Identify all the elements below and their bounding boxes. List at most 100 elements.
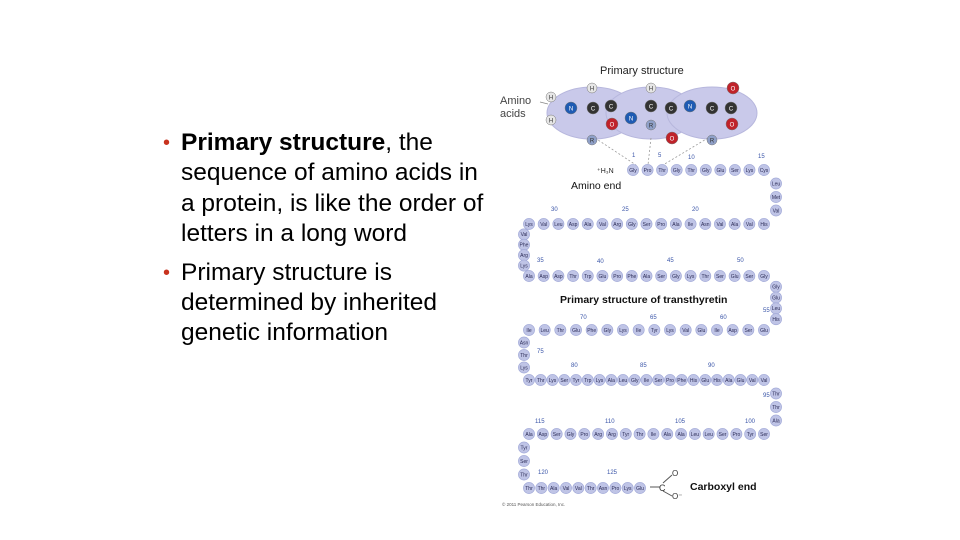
amino-acid-label: Asn xyxy=(599,486,608,492)
bead-circle xyxy=(523,482,535,494)
amino-acid-bead: Val xyxy=(743,218,756,230)
bead-circle xyxy=(770,204,782,217)
amino-acid-bead: Leu xyxy=(770,177,782,190)
amino-acid-label: Asn xyxy=(701,222,710,228)
amino-acid-bead: Pro xyxy=(730,428,743,440)
bead-circle xyxy=(647,428,660,440)
bead-circle xyxy=(699,374,712,386)
bead-circle xyxy=(627,164,639,176)
amino-acid-bead: Val xyxy=(746,374,759,386)
amino-acid-label: Val xyxy=(540,222,547,228)
bead-circle xyxy=(664,324,676,336)
amino-acid-bead: Ile xyxy=(711,324,723,336)
bead-circle xyxy=(684,270,697,282)
residue-number: 85 xyxy=(640,363,647,369)
amino-acid-label: His xyxy=(772,317,780,323)
bead-circle xyxy=(669,218,682,230)
amino-acid-bead: Pro xyxy=(578,428,591,440)
bead-circle xyxy=(656,164,669,176)
amino-acid-label: Lys xyxy=(596,378,604,384)
bead-circle xyxy=(581,218,594,230)
amino-acid-bead: Ser xyxy=(743,270,756,282)
amino-acid-label: Gly xyxy=(629,168,637,174)
amino-acid-bead: Val xyxy=(518,228,530,241)
residue-number: 110 xyxy=(605,419,615,425)
amino-acid-label: Lys xyxy=(549,378,557,384)
amino-acid-label: Gly xyxy=(567,432,575,438)
amino-acid-label: Ala xyxy=(772,418,779,424)
bead-circle xyxy=(523,218,535,230)
bead-circle xyxy=(518,441,530,454)
bead-circle xyxy=(685,164,698,176)
atom-C-icon xyxy=(724,101,738,115)
atom-label: C xyxy=(669,107,674,113)
bead-circle xyxy=(640,374,653,386)
amino-acid-bead: Ala xyxy=(728,218,741,230)
amino-acid-label: Thr xyxy=(525,486,533,492)
bead-circle xyxy=(570,324,582,336)
amino-acid-bead: Arg xyxy=(592,428,605,440)
amino-acid-bead: Thr xyxy=(567,270,579,282)
atom-H-icon xyxy=(586,82,598,94)
amino-acid-label: Thr xyxy=(772,405,780,411)
amino-acid-bead: Trp xyxy=(581,374,594,386)
amino-acid-bead: Lys xyxy=(664,324,676,336)
amino-acid-label: Val xyxy=(773,208,780,214)
amino-acid-bead: Leu xyxy=(688,428,701,440)
amino-acid-bead: Gly xyxy=(625,218,638,230)
amino-acid-label: Cys xyxy=(760,168,769,174)
bead-circle xyxy=(730,428,743,440)
amino-acid-bead: Val xyxy=(596,218,609,230)
atom-label: R xyxy=(649,124,654,130)
bead-circle xyxy=(758,270,770,282)
amino-acid-label: Arg xyxy=(520,253,528,259)
amino-acid-bead: Thr xyxy=(770,401,782,413)
amino-acid-bead: Asp xyxy=(726,324,739,336)
residue-number: 45 xyxy=(667,258,674,264)
bead-circle xyxy=(770,401,782,413)
amino-acid-bead: Thr xyxy=(523,482,535,494)
bead-circle xyxy=(554,324,567,336)
bead-circle xyxy=(634,482,646,494)
amino-acid-label: Ala xyxy=(550,486,557,492)
residue-number: 80 xyxy=(571,363,578,369)
bullet-item: • Primary structure, the sequence of ami… xyxy=(163,128,493,250)
atom-label: N xyxy=(688,105,692,111)
amino-acid-bead: Tyr xyxy=(523,374,535,386)
bead-circle xyxy=(593,374,606,386)
amino-acids-label-line1: Amino xyxy=(500,95,531,107)
atom-N-icon xyxy=(683,99,697,113)
bead-circle xyxy=(564,428,577,440)
amino-acid-label: Asp xyxy=(539,274,548,280)
bead-circle xyxy=(518,455,530,467)
amino-acid-bead: Lys xyxy=(617,324,629,336)
amino-acid-label: Leu xyxy=(619,378,628,384)
amino-acid-bead: Thr xyxy=(633,428,646,440)
amino-acid-label: Asp xyxy=(728,328,737,334)
amino-acid-label: Pro xyxy=(644,168,652,174)
amino-acid-label: Val xyxy=(575,486,582,492)
amino-acid-label: Tyr xyxy=(573,378,580,384)
bead-circle xyxy=(567,270,579,282)
amino-acid-label: Thr xyxy=(537,378,545,384)
bead-circle xyxy=(669,270,682,282)
amino-acid-bead: Arg xyxy=(518,249,530,262)
amino-acid-bead: Ile xyxy=(684,218,697,230)
amino-acid-label: Pro xyxy=(580,432,588,438)
residue-number: 90 xyxy=(708,363,715,369)
amino-acid-bead: Gly xyxy=(601,324,614,336)
amino-acid-label: Phe xyxy=(677,378,686,384)
amino-acid-label: Tyr xyxy=(526,378,533,384)
amino-acid-bead: Ala xyxy=(675,428,687,440)
amino-acid-label: Arg xyxy=(613,222,621,228)
amino-acid-bead: Trp xyxy=(581,270,594,282)
amino-acid-label: Gly xyxy=(631,378,639,384)
amino-acid-label: Lys xyxy=(687,274,695,280)
residue-number: 10 xyxy=(688,155,695,161)
bead-circle xyxy=(596,218,609,230)
atom-label: H xyxy=(549,119,553,125)
bead-circle xyxy=(679,324,692,336)
amino-acid-label: Thr xyxy=(702,274,710,280)
